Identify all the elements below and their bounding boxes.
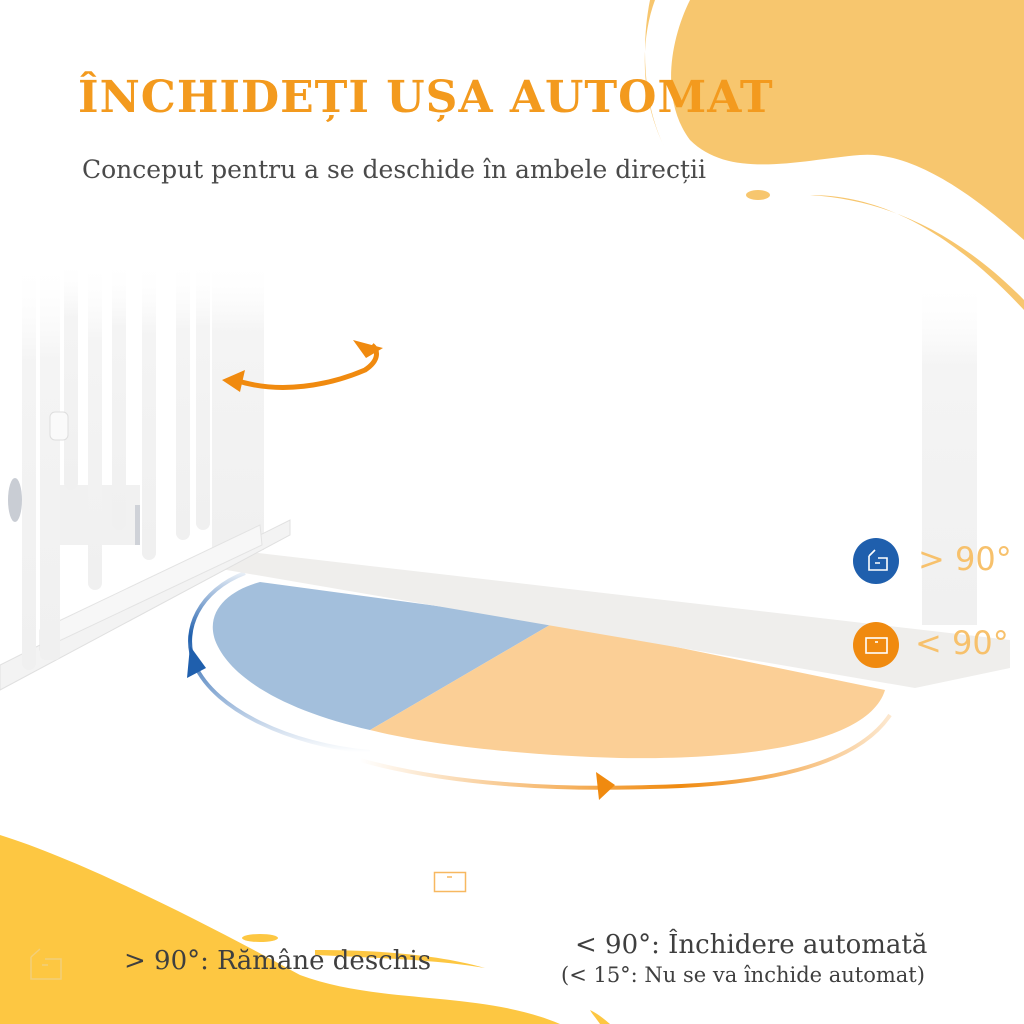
caption-right-note: (< 15°: Nu se va închide automat) — [561, 963, 925, 987]
swing-zone — [212, 582, 885, 759]
caption-right: < 90°: Închidere automată — [575, 930, 928, 960]
zone-blue — [212, 582, 555, 730]
door-open-badge — [853, 538, 899, 584]
rotation-arrowhead-right — [353, 340, 383, 358]
caption-right-door-closed-icon — [433, 871, 467, 893]
rotation-arrow — [234, 343, 379, 390]
angle-close-label: < 90° — [915, 624, 1009, 662]
orange-arrowhead — [596, 772, 615, 800]
rotation-arrowhead-left — [222, 370, 245, 392]
zone-orange — [370, 622, 885, 759]
floor-rail — [215, 548, 1010, 688]
door-closed-badge — [853, 622, 899, 668]
caption-left: > 90°: Rămâne deschis — [124, 946, 432, 976]
orange-arc — [359, 713, 892, 790]
page-subtitle: Conceput pentru a se deschide în ambele … — [82, 155, 706, 184]
top-right-blob — [671, 0, 1024, 240]
top-dot — [746, 190, 770, 200]
blue-arrowhead — [187, 646, 206, 678]
angle-open-label: > 90° — [918, 540, 1012, 578]
right-post — [922, 280, 977, 625]
bottom-swoosh — [315, 950, 485, 968]
door-closed-icon — [865, 637, 888, 654]
bottom-left-blob — [0, 835, 560, 1024]
gate-door — [0, 260, 291, 691]
bottom-dot — [242, 934, 278, 942]
page-title: ÎNCHIDEȚI UȘA AUTOMAT — [78, 72, 774, 123]
door-open-icon — [868, 549, 888, 571]
bottom-right-curve — [590, 1010, 610, 1024]
caption-left-door-open-icon — [30, 948, 62, 980]
